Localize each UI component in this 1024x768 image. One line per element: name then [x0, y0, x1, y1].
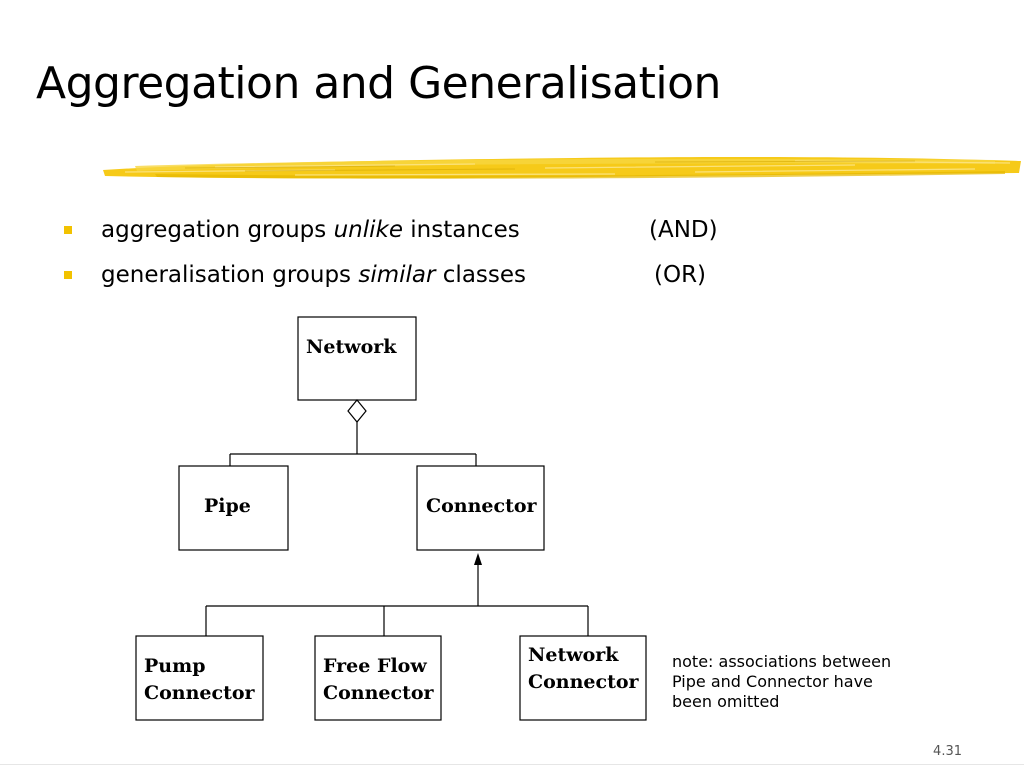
- class-box-network-connector: Network Connector: [519, 635, 647, 721]
- bullet-text: aggregation groups unlike instances: [101, 214, 520, 246]
- diagram-note: note: associations between Pipe and Conn…: [672, 652, 891, 712]
- slide-title: Aggregation and Generalisation: [36, 58, 721, 109]
- footer-divider: [0, 764, 1024, 765]
- class-box-connector: Connector: [416, 465, 545, 551]
- aggregation-connector: [229, 422, 477, 466]
- class-name-line: Network: [528, 644, 619, 666]
- aggregation-diamond: [347, 399, 367, 423]
- class-name-line: Pump: [144, 655, 206, 677]
- bullet-square-icon: [64, 271, 72, 279]
- note-line: been omitted: [672, 692, 780, 711]
- generalisation-connector: [205, 565, 589, 638]
- class-box-free-flow-connector: Free Flow Connector: [314, 635, 442, 721]
- generalisation-arrowhead: [474, 553, 482, 565]
- class-name: Pipe: [204, 495, 251, 517]
- highlighter-stroke: [103, 157, 1021, 179]
- class-name: Network: [306, 336, 397, 358]
- bullet-square-icon: [64, 226, 72, 234]
- class-box-network: Network: [297, 316, 417, 401]
- class-name-line: Connector: [323, 682, 435, 704]
- bullet-text-start: aggregation groups: [101, 217, 334, 243]
- note-line: note: associations between: [672, 652, 892, 671]
- bullet-text: generalisation groups similar classes: [101, 259, 526, 291]
- bullet-tag: (AND): [649, 217, 718, 243]
- class-name-line: Connector: [144, 682, 256, 704]
- bullet-text-end: classes: [435, 262, 527, 288]
- page-number: 4.31: [933, 744, 962, 759]
- bullet-emphasis: similar: [358, 262, 436, 288]
- bullet-text-start: generalisation groups: [101, 262, 359, 288]
- bullet-emphasis: unlike: [333, 217, 403, 243]
- bullet-text-end: instances: [402, 217, 520, 243]
- class-name-line: Free Flow: [323, 655, 427, 677]
- class-box-pump-connector: Pump Connector: [135, 635, 264, 721]
- class-box-pipe: Pipe: [178, 465, 289, 551]
- class-name-line: Connector: [528, 671, 640, 693]
- bullet-tag: (OR): [654, 262, 707, 288]
- note-line: Pipe and Connector have: [672, 672, 873, 691]
- class-name: Connector: [426, 495, 538, 517]
